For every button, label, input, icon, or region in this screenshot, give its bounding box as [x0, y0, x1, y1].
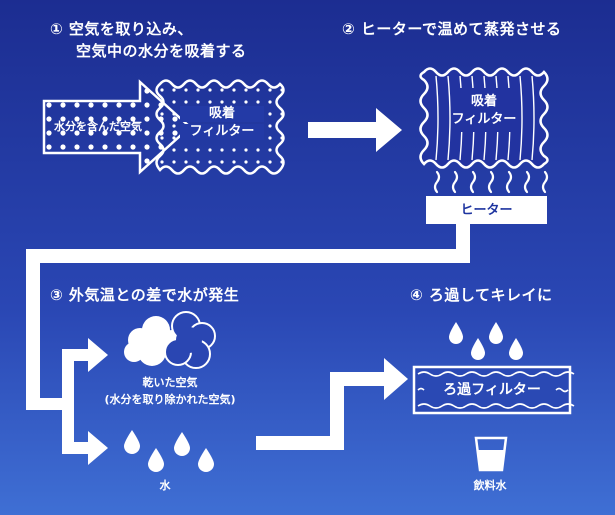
adsorption-filter-2-icon	[419, 67, 549, 169]
step4-title: ④ ろ過してキレイに	[410, 286, 553, 304]
adsorption-filter-2-label-line2: フィルター	[451, 112, 517, 127]
dry-air-label-line1: 乾いた空気	[142, 376, 198, 389]
step1-title-line2: 空気中の水分を吸着する	[76, 42, 247, 60]
adsorption-filter-1-label-line2: フィルター	[180, 124, 264, 140]
adsorption-filter-2-label-line1: 吸着	[470, 94, 497, 109]
branch-arrows-icon	[26, 338, 108, 465]
heater-label: ヒーター	[460, 203, 513, 218]
air-with-moisture-label: 水分を含んだ空気	[54, 120, 142, 133]
steam-icon	[433, 170, 549, 194]
arrow-to-heating-icon	[308, 108, 402, 152]
step2-title: ② ヒーターで温めて蒸発させる	[342, 20, 562, 38]
cloud-icon	[124, 311, 216, 369]
filtration-filter-label: ろ過フィルター	[430, 381, 554, 399]
drinking-water-label: 飲料水	[473, 479, 507, 492]
connector-heater-to-condense	[26, 224, 470, 409]
glass-icon	[474, 436, 508, 472]
heater-box	[426, 196, 547, 224]
step3-title: ③ 外気温との差で水が発生	[50, 286, 240, 304]
step1-title-line1: ① 空気を取り込み、	[50, 20, 193, 38]
dry-air-label-line2: (水分を取り除かれた空気)	[104, 393, 236, 406]
arrow-to-filtration-icon	[256, 358, 408, 450]
water-label: 水	[159, 479, 171, 492]
adsorption-filter-1-label-line1: 吸着	[180, 106, 264, 122]
water-drop-icon	[124, 430, 214, 472]
water-drop-icon	[449, 322, 523, 360]
